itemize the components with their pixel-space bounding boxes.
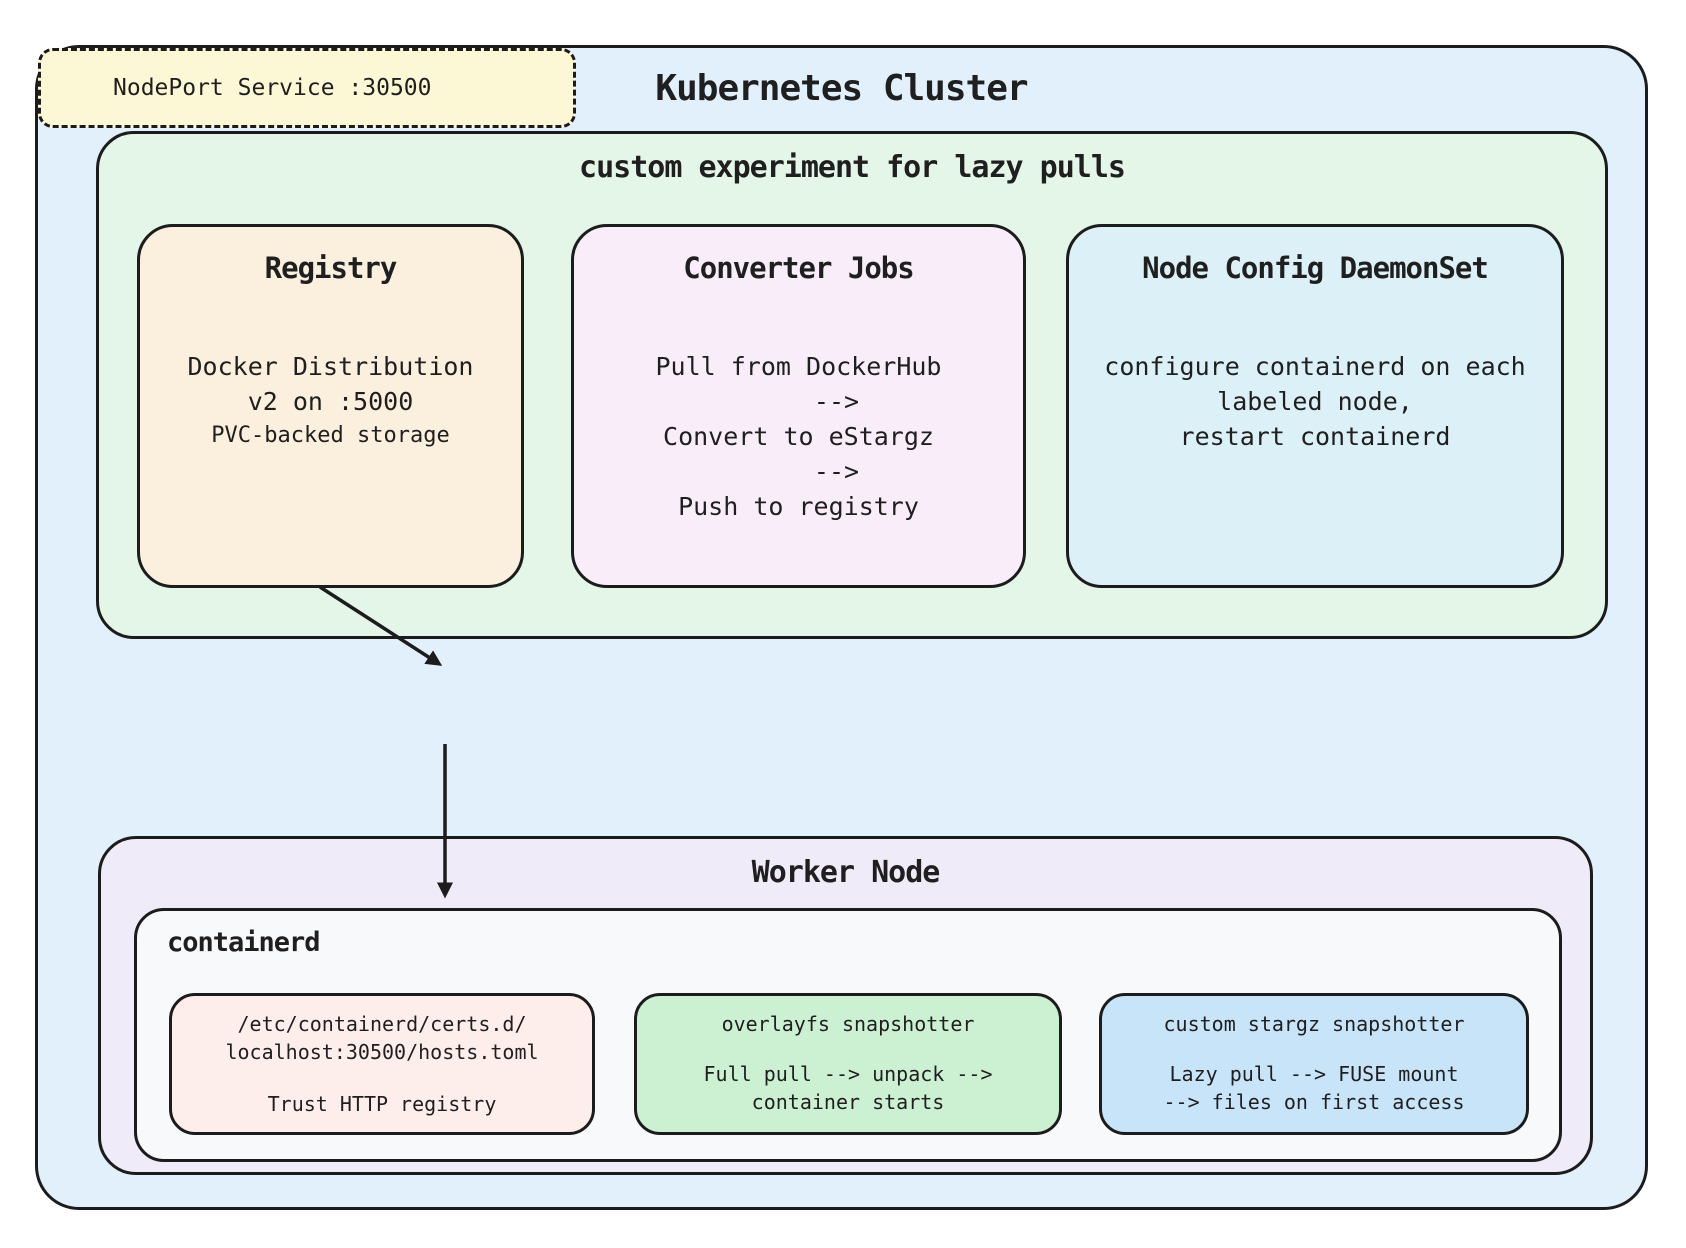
kubernetes-cluster-box: Kubernetes Cluster custom experiment for… bbox=[35, 45, 1648, 1210]
overlayfs-snapshotter-node: overlayfs snapshotter Full pull --> unpa… bbox=[634, 993, 1062, 1135]
containerd-label: containerd bbox=[167, 927, 321, 958]
arrow-text: --> bbox=[813, 457, 860, 486]
node-config-daemonset-node: Node Config DaemonSet configure containe… bbox=[1066, 224, 1564, 588]
registry-title: Registry bbox=[264, 251, 398, 285]
stargz-snapshotter-node: custom stargz snapshotter Lazy pull --> … bbox=[1099, 993, 1529, 1135]
converter-jobs-title: Converter Jobs bbox=[683, 251, 914, 285]
certs-line: localhost:30500/hosts.toml bbox=[225, 1040, 539, 1064]
registry-line: v2 on :5000 bbox=[247, 387, 414, 416]
overlayfs-line: overlayfs snapshotter bbox=[721, 1012, 975, 1036]
daemonset-line: configure containerd on each bbox=[1104, 352, 1526, 381]
cluster-title: Kubernetes Cluster bbox=[655, 68, 1028, 109]
converter-jobs-body: Pull from DockerHub --> Convert to eStar… bbox=[574, 349, 1023, 524]
worker-node-title: Worker Node bbox=[751, 855, 941, 890]
certs-config-node: /etc/containerd/certs.d/ localhost:30500… bbox=[169, 993, 595, 1135]
registry-line: Docker Distribution bbox=[187, 352, 474, 381]
stargz-line: Lazy pull --> FUSE mount bbox=[1169, 1062, 1459, 1086]
overlayfs-line: container starts bbox=[751, 1090, 945, 1114]
certs-line: Trust HTTP registry bbox=[267, 1092, 497, 1116]
converter-jobs-node: Converter Jobs Pull from DockerHub --> C… bbox=[571, 224, 1026, 588]
nodeport-service-label: NodePort Service :30500 bbox=[113, 75, 432, 101]
stargz-line: custom stargz snapshotter bbox=[1163, 1012, 1465, 1036]
overlayfs-line: Full pull --> unpack --> bbox=[703, 1062, 993, 1086]
daemonset-line: labeled node, bbox=[1217, 387, 1413, 416]
experiment-box: custom experiment for lazy pulls Registr… bbox=[96, 131, 1608, 639]
daemonset-line: restart containerd bbox=[1179, 422, 1451, 451]
arrow-text: --> bbox=[813, 387, 860, 416]
converter-line: Push to registry bbox=[678, 492, 919, 521]
worker-node-box: Worker Node containerd /etc/containerd/c… bbox=[98, 836, 1593, 1175]
registry-node: Registry Docker Distribution v2 on :5000… bbox=[137, 224, 524, 588]
stargz-line: --> files on first access bbox=[1163, 1090, 1465, 1114]
nodeport-service-node: NodePort Service :30500 bbox=[38, 48, 576, 128]
registry-line: PVC-backed storage bbox=[211, 423, 450, 448]
node-config-daemonset-body: configure containerd on each labeled nod… bbox=[1069, 349, 1561, 454]
registry-body: Docker Distribution v2 on :5000 PVC-back… bbox=[140, 349, 521, 452]
converter-line: Pull from DockerHub bbox=[655, 352, 942, 381]
containerd-box: containerd /etc/containerd/certs.d/ loca… bbox=[134, 908, 1562, 1162]
node-config-daemonset-title: Node Config DaemonSet bbox=[1142, 251, 1489, 285]
certs-line: /etc/containerd/certs.d/ bbox=[237, 1012, 527, 1036]
converter-line: Convert to eStargz bbox=[663, 422, 934, 451]
experiment-title: custom experiment for lazy pulls bbox=[579, 150, 1126, 185]
